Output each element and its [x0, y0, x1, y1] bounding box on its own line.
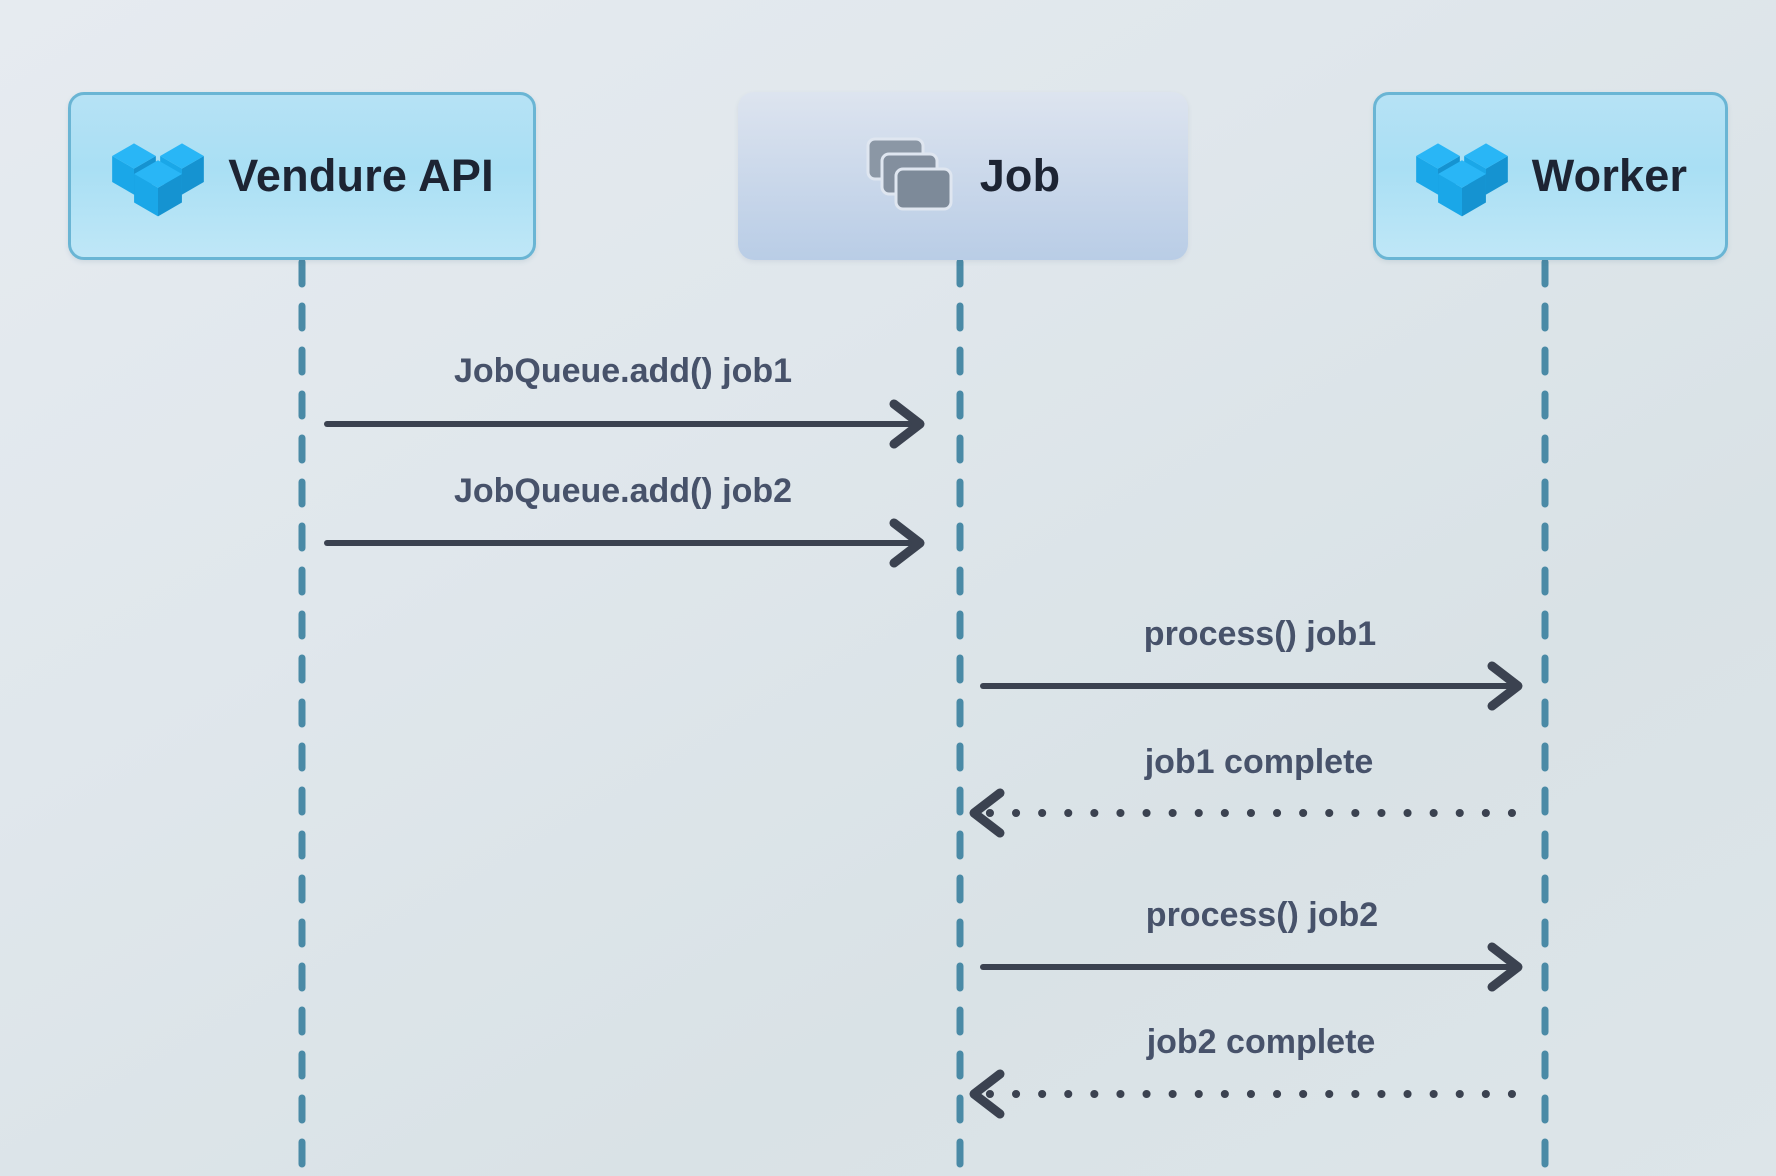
participant-box-worker[interactable]: Worker [1373, 92, 1728, 260]
message-label-msg-process-job1: process() job1 [1143, 615, 1377, 653]
message-label-msg-jobqueue-add-job1: JobQueue.add() job1 [453, 352, 793, 390]
message-arrow-msg-process-job1 [980, 661, 1523, 711]
message-label-msg-job2-complete: job2 complete [1146, 1023, 1376, 1061]
arrowhead [1487, 661, 1523, 711]
vendure-cubes-icon [112, 143, 205, 217]
participant-label-vendure-api: Vendure API [228, 150, 494, 201]
job-stack-icon [866, 137, 953, 211]
arrowhead [889, 399, 925, 449]
message-label-msg-job1-complete: job1 complete [1144, 743, 1374, 781]
arrowhead [969, 788, 1005, 838]
vendure-cubes-icon [1415, 143, 1508, 217]
messages-group [324, 399, 1523, 1119]
arrowhead [969, 1069, 1005, 1119]
arrowhead [1487, 942, 1523, 992]
participant-box-job[interactable]: Job [738, 92, 1188, 260]
message-label-msg-process-job2: process() job2 [1145, 896, 1379, 934]
message-arrow-msg-jobqueue-add-job2 [324, 518, 925, 568]
message-arrow-msg-job2-complete [969, 1069, 1516, 1119]
lifelines-group [298, 258, 1549, 1176]
message-arrow-msg-jobqueue-add-job1 [324, 399, 925, 449]
message-arrow-msg-process-job2 [980, 942, 1523, 992]
participant-box-vendure-api[interactable]: Vendure API [68, 92, 536, 260]
message-arrow-msg-job1-complete [969, 788, 1516, 838]
message-label-msg-jobqueue-add-job2: JobQueue.add() job2 [453, 472, 793, 510]
participant-label-job: Job [979, 150, 1061, 201]
participant-label-worker: Worker [1531, 150, 1688, 201]
arrowhead [889, 518, 925, 568]
